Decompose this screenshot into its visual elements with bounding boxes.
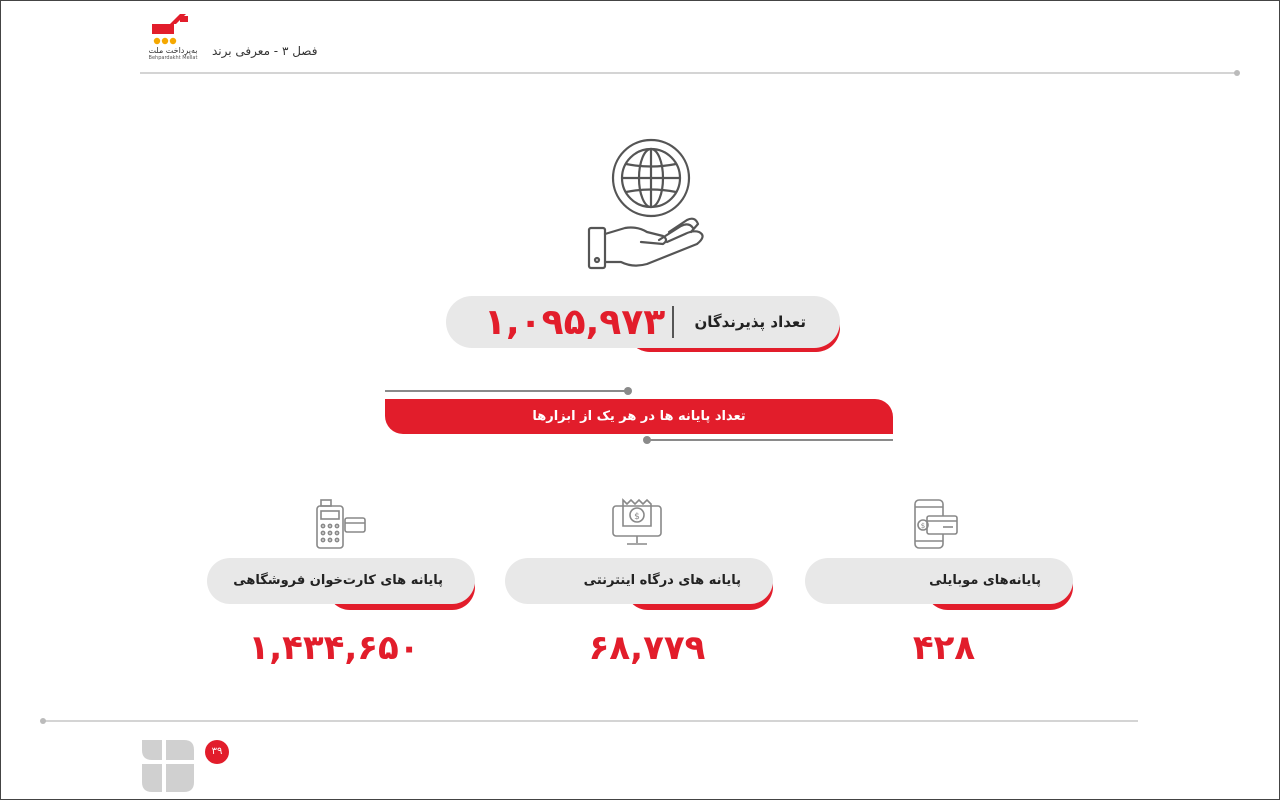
svg-text:$: $ [634,512,640,522]
mobile-payment-icon: $ [914,499,958,549]
merchants-separator [672,306,674,338]
globe-in-hand-icon [587,138,704,270]
footer-brand-mark-icon [142,740,194,792]
banner-line-bottom [648,439,893,441]
category-mobile-value: ۴۲۸ [912,628,976,668]
internet-gateway-icon: $ [612,498,662,545]
category-internet-gateways: پایانه های درگاه اینترنتی [505,558,773,610]
terminals-banner [385,399,893,434]
merchants-count-pill: ۱,۰۹۵,۹۷۳ تعداد پذیرندگان [446,296,840,352]
terminals-banner-title: تعداد پایانه ها در هر یک از ابزارها [532,409,746,424]
logo-text: به‌پرداخت ملت [148,46,198,55]
footer-divider [40,718,1138,724]
category-gateway-value: ۶۸,۷۷۹ [588,628,706,668]
merchants-pill-bg [446,296,840,348]
category-pill-bg [805,558,1073,604]
category-pos-value: ۱,۴۳۴,۶۵۰ [248,628,420,668]
merchants-value: ۱,۰۹۵,۹۷۳ [484,302,666,343]
behpardakht-logo-icon [152,14,188,45]
logo-subtext: Behpardakht Mellat [148,55,198,61]
category-mobile-terminals: پایانه‌های موبایلی [805,558,1073,610]
category-label: پایانه‌های موبایلی [929,573,1041,588]
category-label: پایانه های درگاه اینترنتی [583,573,741,588]
banner-line-top [385,390,629,392]
merchants-label: تعداد پذیرندگان [694,313,806,331]
banner-dot-bottom [643,436,651,444]
svg-text:$: $ [921,522,925,530]
category-label: پایانه های کارت‌خوان فروشگاهی [233,573,443,588]
pos-terminal-icon [316,499,366,549]
header-divider [140,70,1240,76]
banner-dot-top [624,387,632,395]
chapter-title: فصل ۳ - معرفی برند [212,44,318,58]
category-pill-bg [505,558,773,604]
page-number-badge: ۳۹ [205,740,229,764]
category-pill-bg [207,558,475,604]
category-pos-terminals: پایانه های کارت‌خوان فروشگاهی [207,558,475,610]
